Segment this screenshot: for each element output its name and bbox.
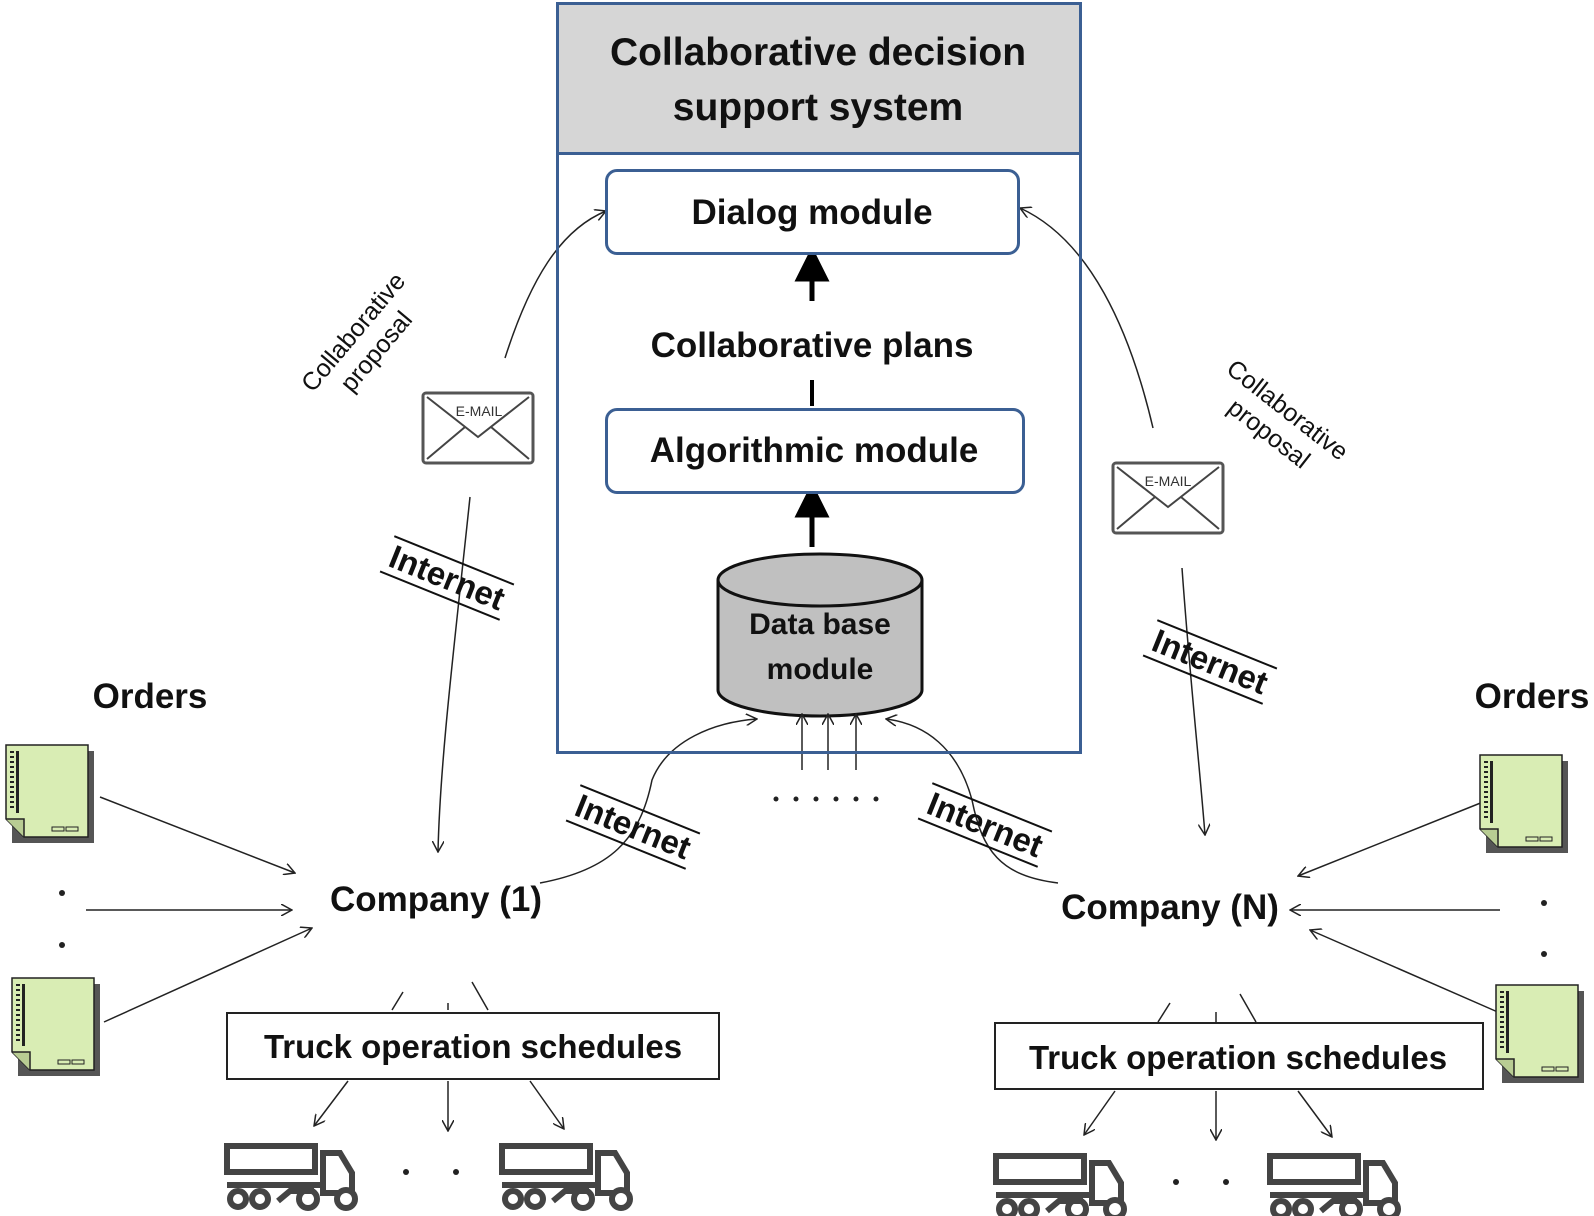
order-document-icon <box>1479 754 1569 854</box>
truck-dots <box>403 1169 1229 1185</box>
arrow-schedule-right-truck-2 <box>1297 1090 1332 1137</box>
truck-icon <box>996 1156 1124 1216</box>
line-companyN-schedule-a <box>1157 1002 1171 1023</box>
system-title-line1: Collaborative decision <box>609 31 1027 74</box>
arrow-internet-left-down <box>438 496 471 852</box>
system-title-line2: support system <box>672 86 964 129</box>
line-company1-schedule-c <box>471 981 489 1011</box>
truck-icon <box>227 1146 355 1208</box>
arrow-proposal-left <box>504 211 606 359</box>
arrow-order-right-1 <box>1298 799 1489 876</box>
arrow-proposal-right <box>1020 208 1154 429</box>
system-title-header <box>559 5 1079 155</box>
arrow-schedule-right-truck-1 <box>1084 1090 1116 1135</box>
email-label-left: E-MAIL <box>455 403 503 419</box>
line-company1-schedule-a <box>391 991 404 1011</box>
orders-label-right: Orders <box>1474 677 1590 716</box>
order-document-icon <box>5 744 95 844</box>
database-module-label-line1: Data base <box>749 608 891 641</box>
algorithmic-module-label: Algorithmic module <box>649 431 979 470</box>
dialog-module-box <box>605 169 1020 255</box>
collaborative-plans-label: Collaborative plans <box>650 326 974 365</box>
dialog-module-label: Dialog module <box>691 193 933 232</box>
database-cylinder-icon <box>716 552 924 718</box>
arrow-schedule-left-truck-2 <box>529 1080 564 1129</box>
decision-support-system-frame <box>556 2 1082 754</box>
arrow-internet-right-down <box>1181 567 1205 835</box>
order-dots-right <box>1541 900 1547 957</box>
order-document-icon <box>11 977 101 1077</box>
truck-schedules-label-left: Truck operation schedules <box>263 1028 683 1065</box>
order-document-icon <box>1495 984 1585 1084</box>
database-module-label-line2: module <box>766 653 874 686</box>
truck-icon <box>1270 1156 1398 1216</box>
ellipsis-dots <box>773 796 879 802</box>
order-dots-left <box>59 890 65 948</box>
arrow-companyN-to-database <box>886 719 1059 884</box>
truck-schedules-box-left <box>226 1012 720 1080</box>
arrow-company1-to-database <box>539 719 757 884</box>
company-1-label: Company (1) <box>330 880 542 919</box>
arrow-order-right-3 <box>1310 930 1501 1014</box>
email-label-right: E-MAIL <box>1144 473 1192 489</box>
arrow-order-left-1 <box>99 796 295 873</box>
truck-schedules-box-right <box>994 1022 1484 1090</box>
truck-schedules-label-right: Truck operation schedules <box>1028 1039 1448 1076</box>
algorithmic-module-box <box>605 408 1025 494</box>
arrow-order-left-3 <box>103 928 312 1023</box>
company-n-label: Company (N) <box>1061 888 1279 927</box>
truck-icon <box>502 1146 630 1208</box>
orders-label-left: Orders <box>92 677 208 716</box>
arrow-schedule-left-truck-1 <box>314 1080 349 1126</box>
line-companyN-schedule-c <box>1239 993 1257 1023</box>
